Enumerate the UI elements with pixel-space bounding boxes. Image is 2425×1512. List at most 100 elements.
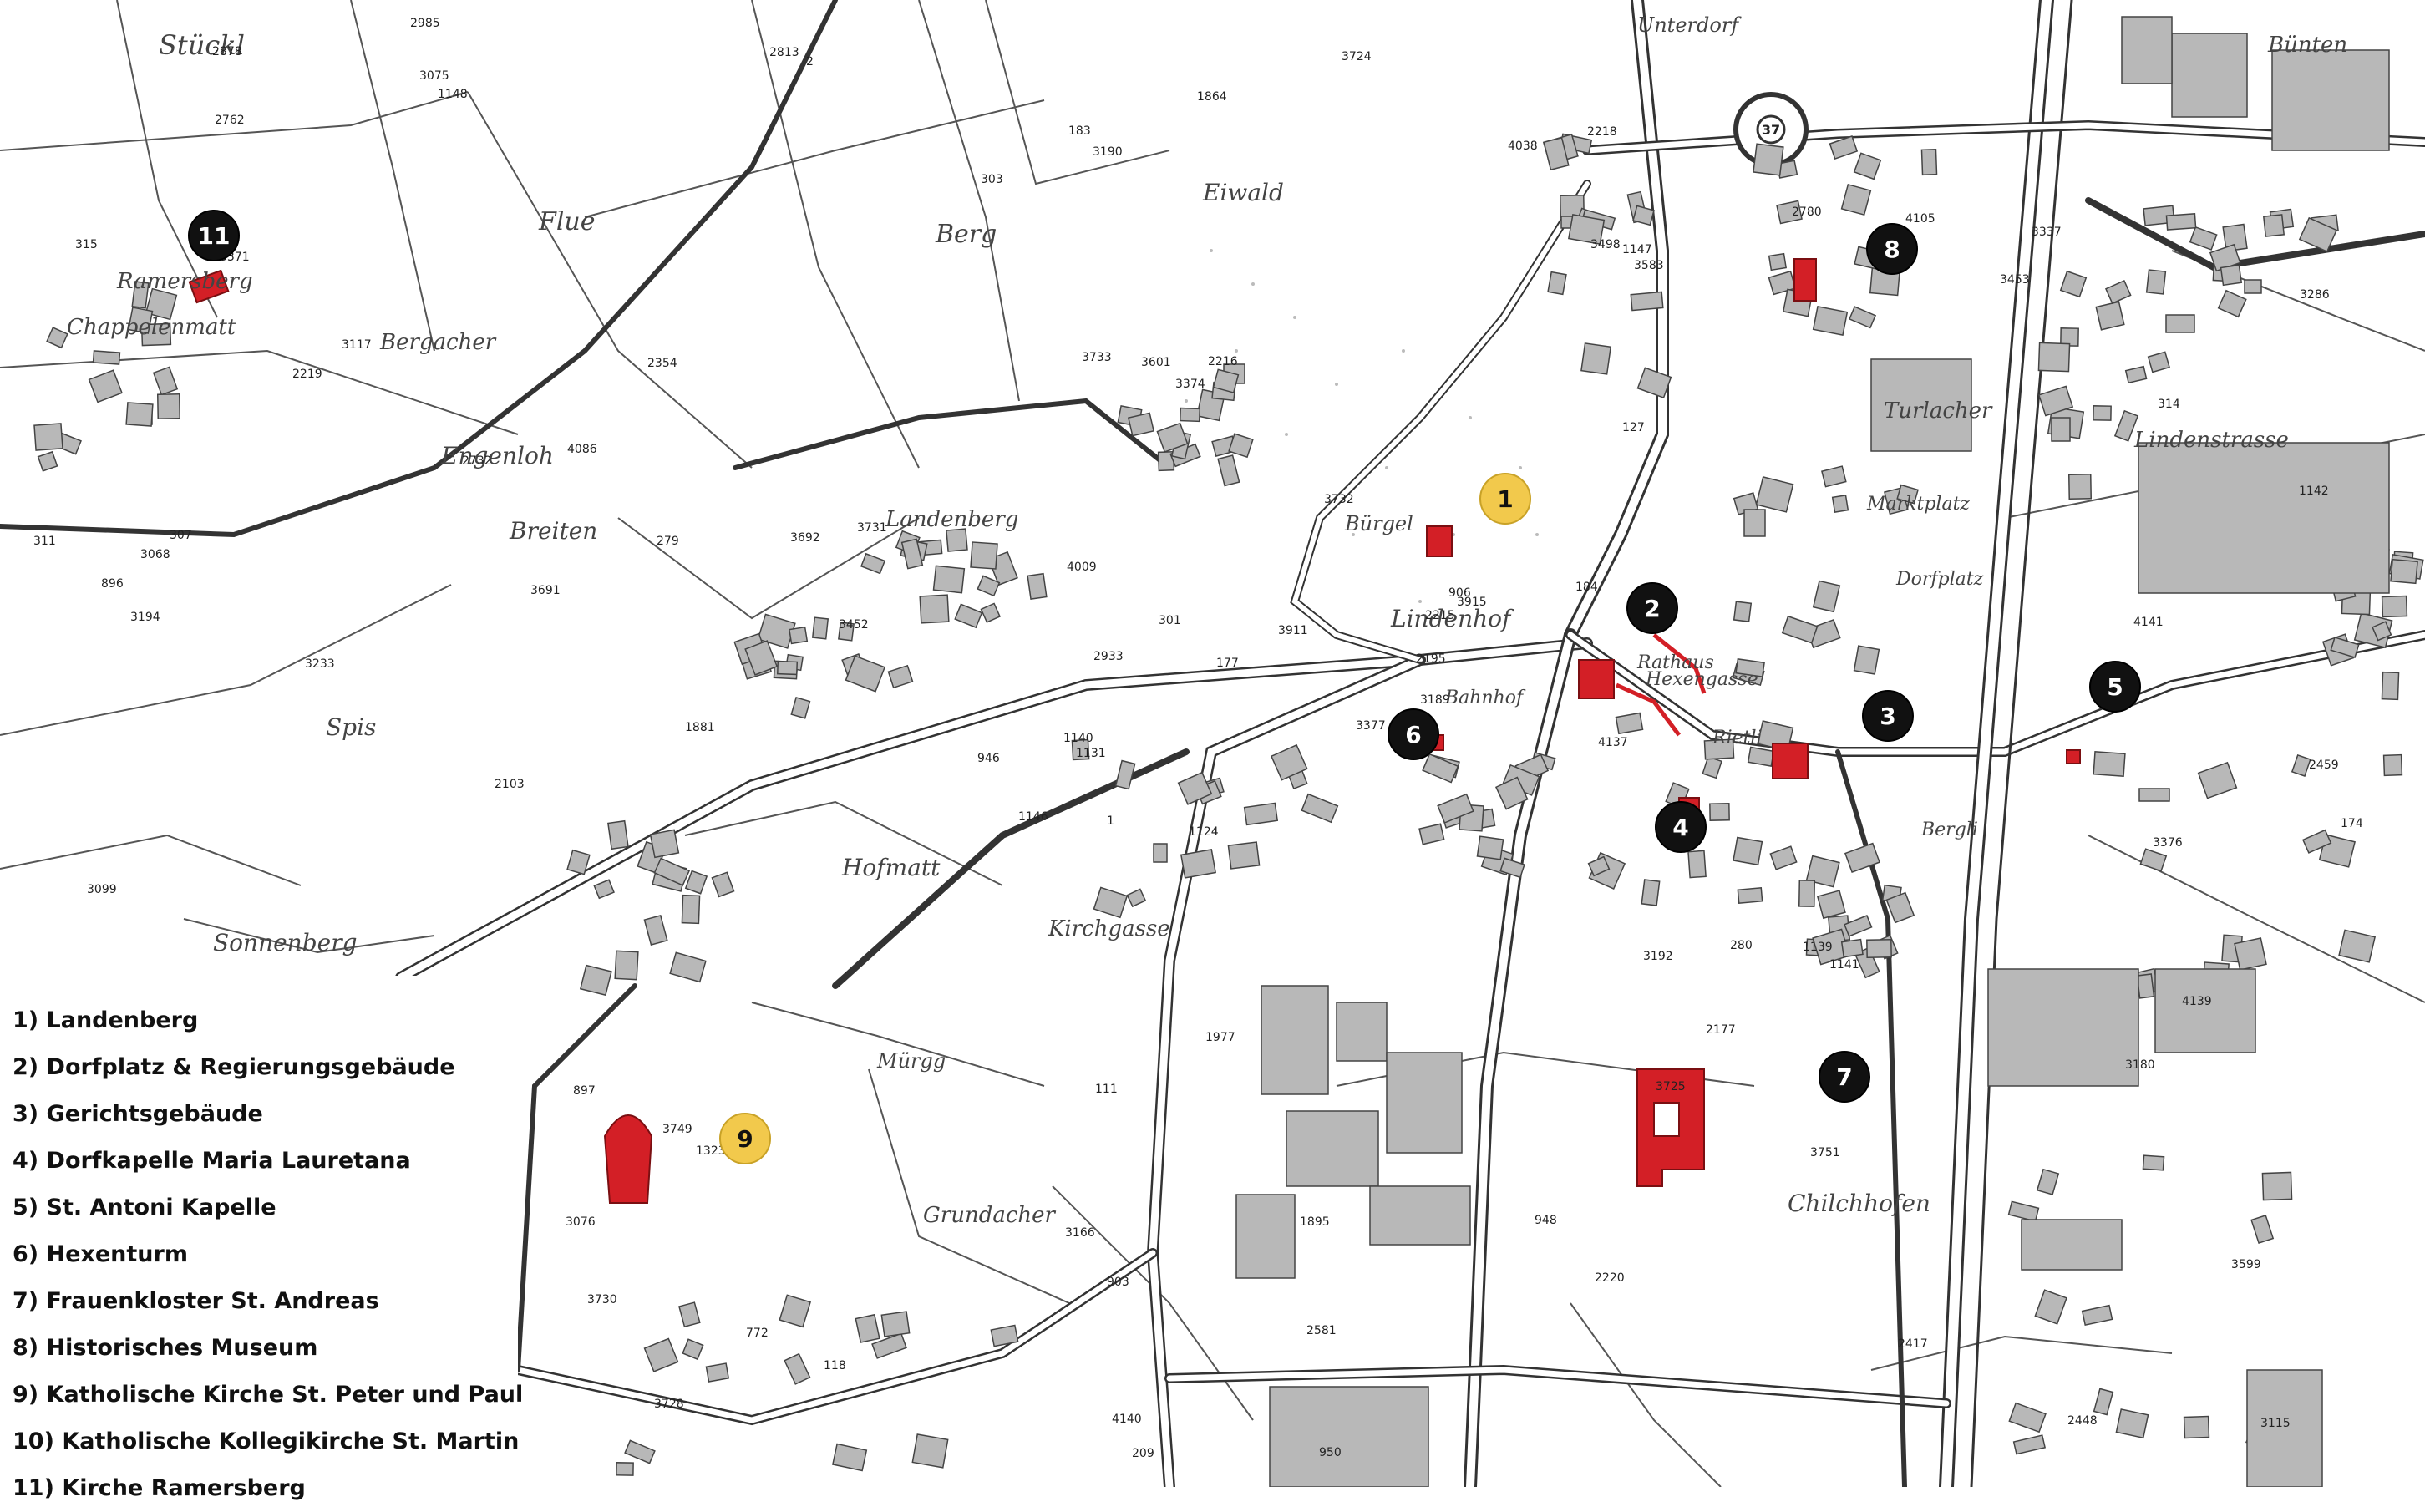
house — [1587, 855, 1611, 877]
parcel-number: 4038 — [1508, 140, 1538, 153]
poi-marker-1[interactable]: 1 — [1479, 473, 1531, 525]
marker-circle[interactable] — [1862, 690, 1914, 742]
parcel-number: 1147 — [1622, 243, 1652, 256]
house — [46, 327, 68, 349]
parcel-number: 3194 — [130, 611, 160, 624]
marker-circle[interactable] — [1655, 801, 1707, 853]
poi-marker-8[interactable]: 8 — [1866, 223, 1918, 275]
place-label: Unterdorf — [1637, 13, 1742, 37]
marker-circle[interactable] — [1819, 1051, 1870, 1103]
parcel-number: 1131 — [1076, 747, 1106, 760]
house — [653, 857, 691, 886]
marker-circle[interactable] — [1866, 223, 1918, 275]
legend-item-3[interactable]: 3) Gerichtsgebäude — [13, 1101, 263, 1127]
parcel-number: 3233 — [305, 657, 335, 671]
house — [1476, 835, 1504, 860]
building-landenberg[interactable] — [1426, 525, 1453, 557]
poi-marker-11[interactable]: 11 — [188, 210, 240, 261]
house — [2059, 270, 2088, 298]
house — [1805, 855, 1840, 888]
legend-item-2[interactable]: 2) Dorfplatz & Regierungsgebäude — [13, 1054, 455, 1080]
poi-marker-2[interactable]: 2 — [1626, 582, 1678, 634]
parcel-number: 1142 — [2299, 485, 2329, 498]
legend-item-5[interactable]: 5) St. Antoni Kapelle — [13, 1195, 276, 1220]
house — [1844, 842, 1880, 874]
parcel-number: 1146 — [1018, 810, 1048, 824]
legend-item-1[interactable]: 1) Landenberg — [13, 1007, 199, 1033]
building-rathaus[interactable] — [1578, 659, 1615, 699]
house — [1812, 305, 1849, 337]
marker-number: 8 — [1884, 236, 1900, 263]
house — [1179, 407, 1201, 423]
parcel-number: 3731 — [857, 521, 887, 535]
parcel-number: 897 — [573, 1084, 596, 1098]
house — [1228, 433, 1254, 459]
legend-item-10[interactable]: 10) Katholische Kollegikirche St. Martin — [13, 1428, 520, 1454]
building-kloster[interactable] — [1636, 1068, 1705, 1187]
legend-item-6[interactable]: 6) Hexenturm — [13, 1241, 188, 1267]
place-label: Chappelenmatt — [67, 315, 236, 340]
parcel-number: 903 — [1107, 1276, 1129, 1289]
house — [1547, 271, 1567, 296]
poi-markers[interactable]: 1 2 3 4 5 6 7 8 9 11 — [188, 210, 2141, 1164]
parcel-number: 3068 — [140, 548, 170, 561]
marker-circle[interactable] — [719, 1113, 771, 1164]
house — [2147, 351, 2170, 373]
poi-marker-5[interactable]: 5 — [2089, 661, 2141, 713]
poi-marker-9[interactable]: 9 — [719, 1113, 771, 1164]
parcel-number: 1124 — [1189, 825, 1219, 839]
legend-item-4[interactable]: 4) Dorfkapelle Maria Lauretana — [13, 1148, 411, 1174]
marker-circle[interactable] — [1388, 708, 1439, 760]
house — [1753, 143, 1784, 176]
building-gerichtsgebaeude[interactable] — [1772, 743, 1809, 779]
place-label: Kirchgasse — [1048, 916, 1170, 941]
house — [2081, 1304, 2113, 1327]
poi-marker-3[interactable]: 3 — [1862, 690, 1914, 742]
house — [156, 393, 181, 419]
house — [1615, 712, 1644, 735]
building-kirche-peter-paul[interactable] — [603, 1114, 653, 1204]
legend-item-11[interactable]: 11) Kirche Ramersberg — [13, 1475, 306, 1501]
house — [2104, 279, 2132, 305]
marker-circle[interactable] — [1479, 473, 1531, 525]
building-museum[interactable] — [1793, 258, 1817, 302]
parcel-number: 2459 — [2309, 759, 2339, 772]
house — [900, 538, 924, 570]
parcel-number: 896 — [101, 577, 124, 591]
building-st-antoni[interactable] — [2066, 749, 2081, 764]
legend-item-8[interactable]: 8) Historisches Museum — [13, 1335, 318, 1361]
parcel-number: 311 — [33, 535, 56, 548]
parcel-number: 3915 — [1457, 596, 1487, 609]
parcel-number: 2417 — [1898, 1337, 1928, 1351]
marker-number: 7 — [1836, 1063, 1852, 1091]
house — [92, 350, 121, 365]
parcel-number: 3728 — [654, 1398, 684, 1411]
place-label: Marktplatz — [1866, 494, 1970, 515]
house — [579, 964, 612, 997]
marker-circle[interactable] — [2089, 661, 2141, 713]
house — [125, 402, 154, 427]
house — [1641, 879, 1661, 906]
poi-marker-7[interactable]: 7 — [1819, 1051, 1870, 1103]
marker-circle[interactable] — [1626, 582, 1678, 634]
house — [1735, 658, 1765, 677]
legend-item-7[interactable]: 7) Frauenkloster St. Andreas — [13, 1288, 379, 1314]
marker-circle[interactable] — [188, 210, 240, 261]
building-ramersberg[interactable] — [188, 269, 230, 304]
parcel-number: 2218 — [1587, 125, 1617, 139]
legend-item-9[interactable]: 9) Katholische Kirche St. Peter und Paul — [13, 1382, 524, 1408]
poi-marker-4[interactable]: 4 — [1655, 801, 1707, 853]
place-label: Bürgel — [1344, 512, 1413, 535]
parcel-number: 2448 — [2067, 1414, 2098, 1428]
parcel-number: 3498 — [1590, 238, 1621, 251]
house — [1126, 888, 1147, 908]
poi-marker-6[interactable]: 6 — [1388, 708, 1439, 760]
house — [1776, 200, 1803, 225]
house — [2301, 829, 2332, 854]
parcel-number: 111 — [1095, 1083, 1118, 1096]
place-label: Lindenstrasse — [2133, 428, 2289, 453]
parcel-number: 2103 — [495, 778, 525, 791]
house — [593, 879, 615, 900]
parcel-number: 3190 — [1093, 145, 1123, 159]
